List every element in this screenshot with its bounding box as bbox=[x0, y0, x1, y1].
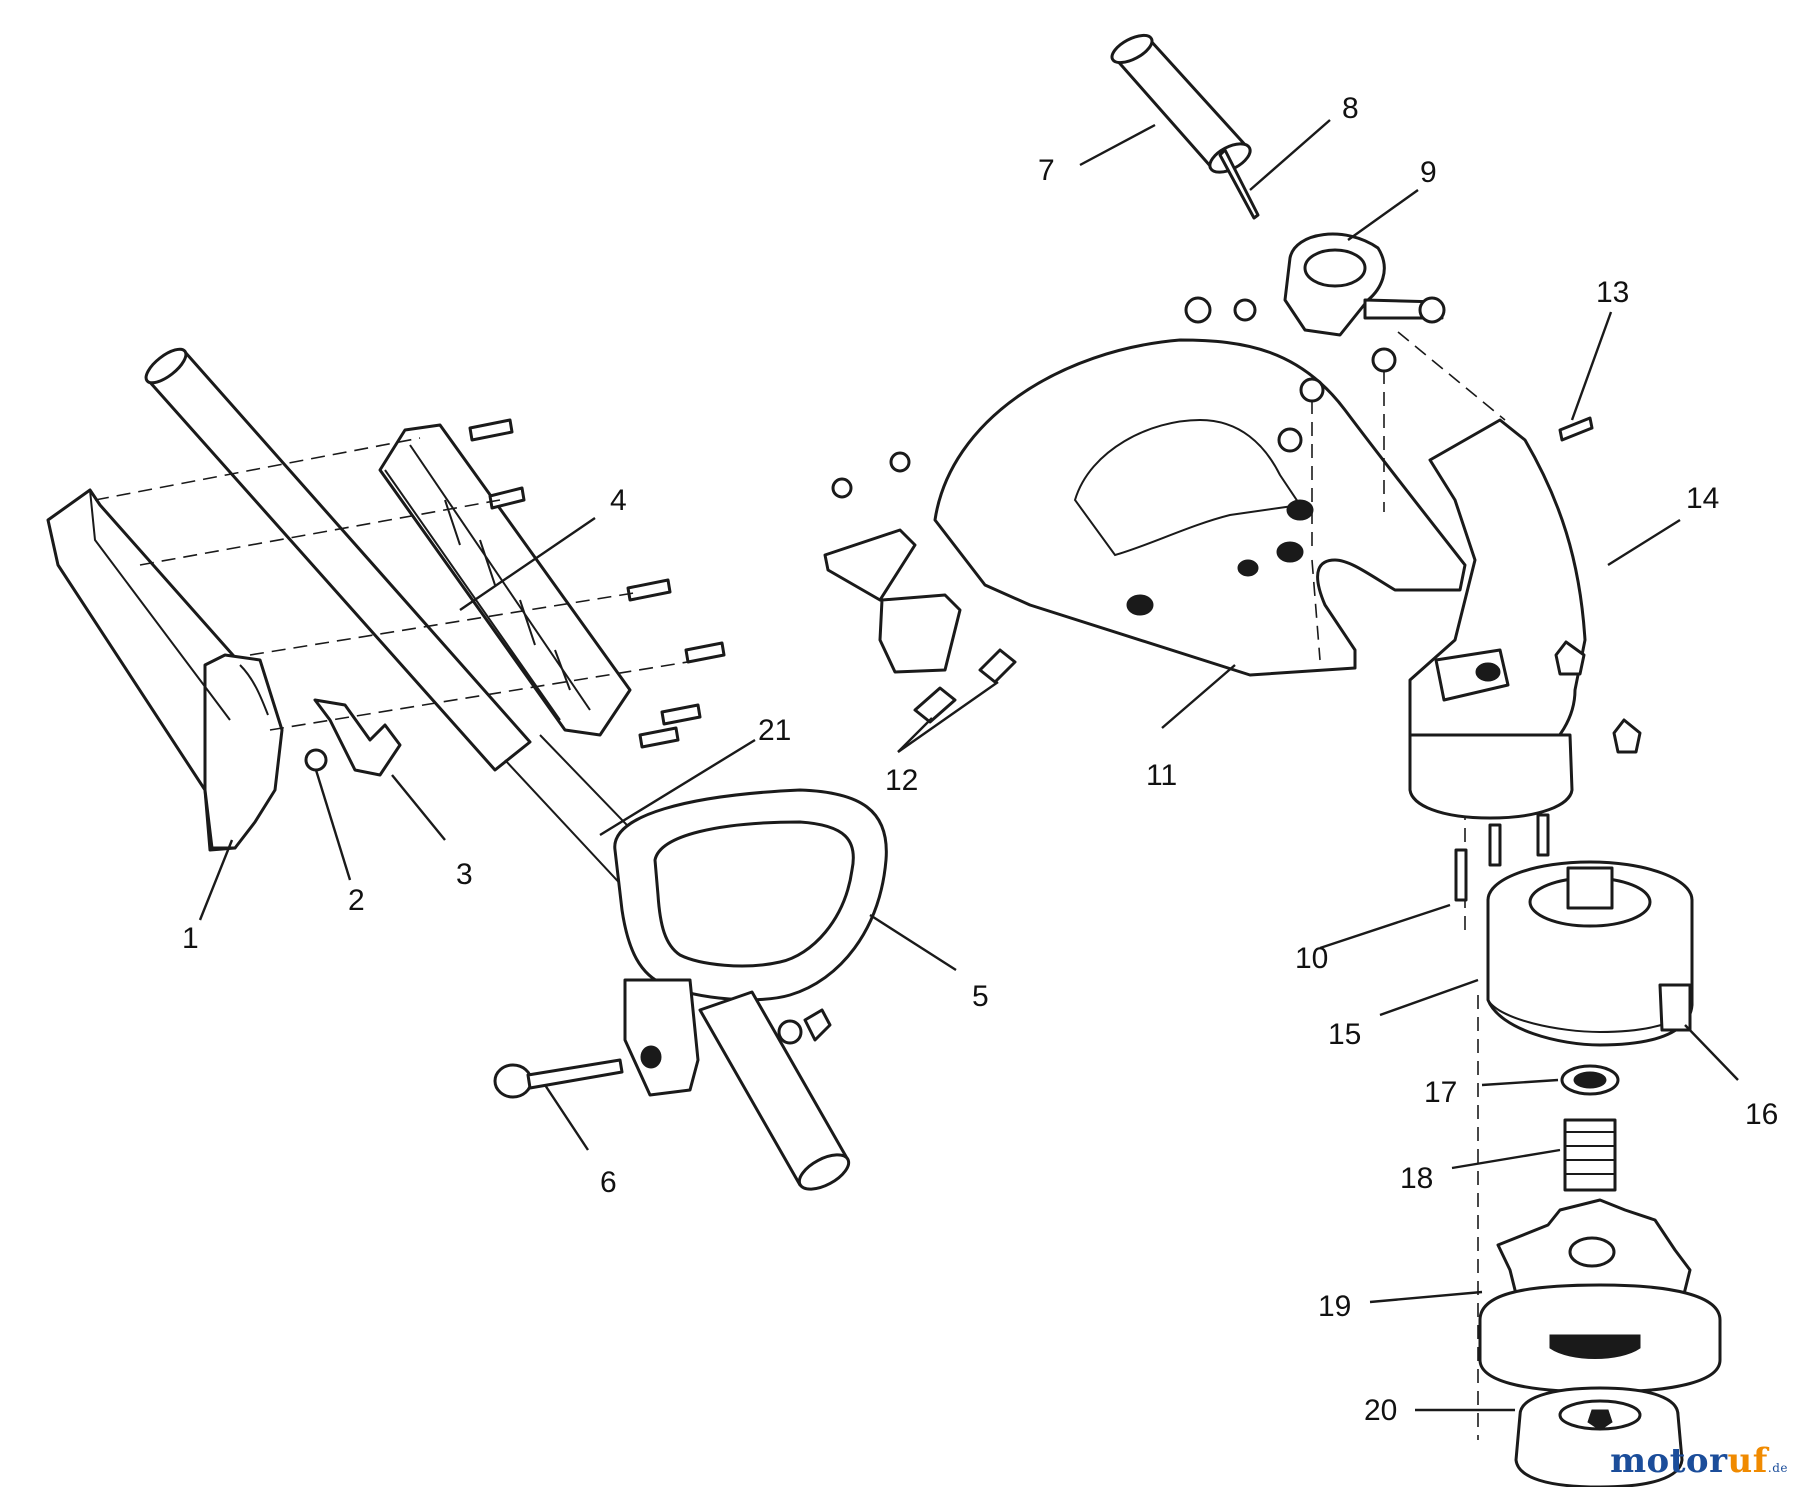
callout-21: 21 bbox=[758, 714, 791, 747]
callout-13: 13 bbox=[1596, 276, 1629, 309]
callout-6: 6 bbox=[600, 1166, 617, 1199]
callout-11: 11 bbox=[1146, 759, 1177, 792]
line-spool bbox=[1478, 1198, 1722, 1394]
callout-5: 5 bbox=[972, 980, 989, 1013]
callout-4: 4 bbox=[610, 484, 627, 517]
callout-12: 12 bbox=[885, 764, 918, 797]
grip-handle bbox=[1110, 33, 1260, 220]
d-handle bbox=[613, 788, 888, 1097]
callout-18: 18 bbox=[1400, 1162, 1433, 1195]
assembly-lines-left bbox=[94, 437, 701, 731]
mounting-screws bbox=[468, 418, 726, 749]
lower-tube bbox=[698, 990, 851, 1191]
callout-labels: 1 2 3 4 5 6 7 8 9 10 11 12 13 14 15 16 1… bbox=[182, 92, 1778, 1427]
watermark-part-b: uf bbox=[1727, 1441, 1768, 1481]
callout-20: 20 bbox=[1364, 1394, 1397, 1427]
carriage-bolt bbox=[493, 1008, 832, 1099]
trimmer-guard bbox=[823, 338, 1467, 677]
callout-14: 14 bbox=[1686, 482, 1719, 515]
callout-8: 8 bbox=[1342, 92, 1359, 125]
guard-screws bbox=[913, 648, 1017, 724]
watermark-suffix: .de bbox=[1767, 1461, 1788, 1475]
spindle-bolts bbox=[1454, 813, 1550, 902]
callout-16: 16 bbox=[1745, 1098, 1778, 1131]
callout-9: 9 bbox=[1420, 156, 1437, 189]
callout-1: 1 bbox=[182, 922, 199, 955]
shaft-clamp bbox=[1184, 232, 1446, 337]
handle-housing bbox=[46, 488, 284, 852]
gear-head bbox=[1408, 416, 1642, 820]
trimmer-head-housing bbox=[1486, 860, 1694, 1047]
callout-17: 17 bbox=[1424, 1076, 1457, 1109]
callout-19: 19 bbox=[1318, 1290, 1351, 1323]
spring bbox=[1563, 1118, 1617, 1192]
site-watermark: motoruf.de bbox=[1610, 1441, 1788, 1481]
bump-knob bbox=[1514, 1386, 1684, 1487]
callout-3: 3 bbox=[456, 858, 473, 891]
spur-washer bbox=[1560, 1064, 1620, 1096]
callout-7: 7 bbox=[1038, 154, 1055, 187]
callout-2: 2 bbox=[348, 884, 365, 917]
watermark-part-a: motor bbox=[1610, 1441, 1728, 1481]
leader-lines bbox=[198, 119, 1739, 1412]
callout-15: 15 bbox=[1328, 1018, 1361, 1051]
callout-10: 10 bbox=[1295, 942, 1328, 975]
